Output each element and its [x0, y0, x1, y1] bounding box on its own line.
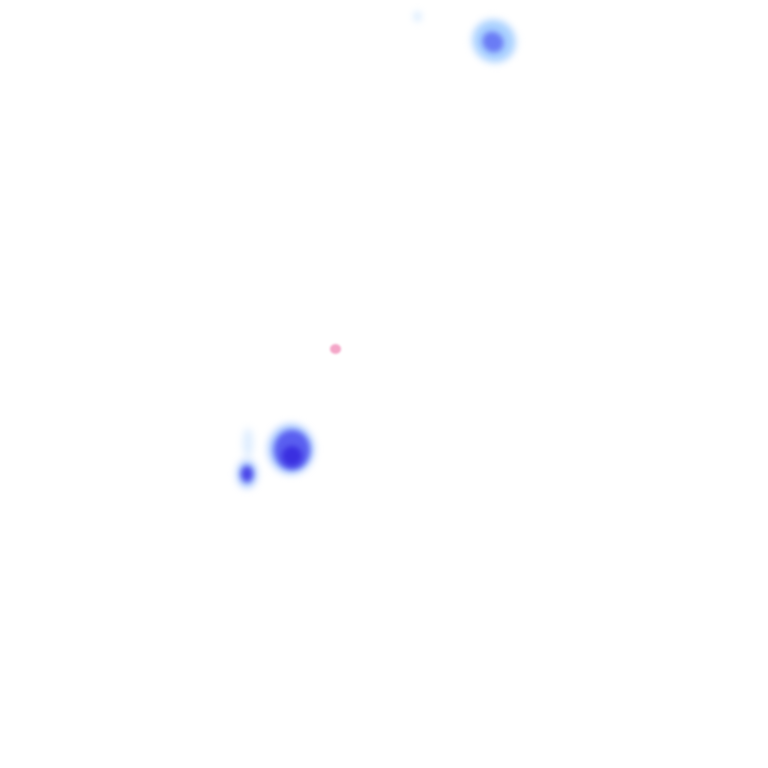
- radar-map-tile[interactable]: [0, 0, 768, 768]
